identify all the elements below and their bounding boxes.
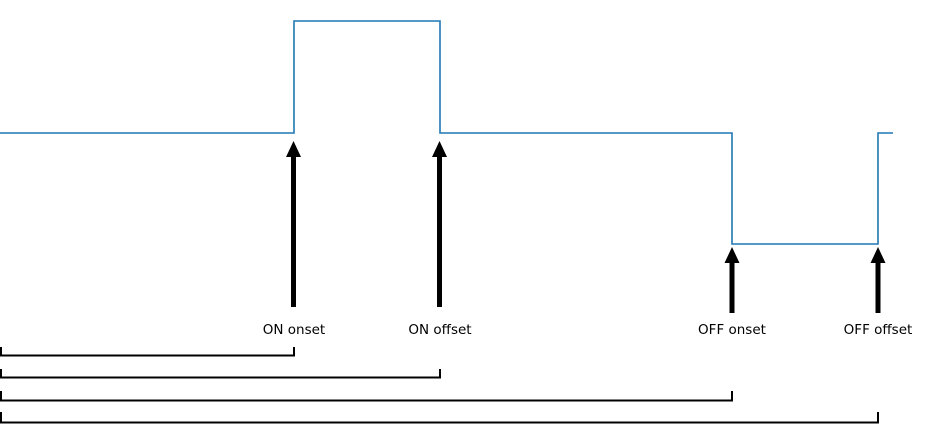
arrow-on-onset [286,141,301,307]
interval-bracket-on-offset [0,369,441,379]
label-off-offset: OFF offset [844,322,913,338]
interval-bracket-on-onset [0,347,295,357]
label-off-onset: OFF onset [698,322,766,338]
arrow-off-onset [724,247,740,313]
arrow-off-offset [870,247,886,313]
interval-bracket-off-onset [0,391,733,402]
label-on-offset: ON offset [408,322,471,338]
arrow-on-offset [432,141,447,307]
label-on-onset: ON onset [263,322,325,338]
stimulus-trace [0,20,893,245]
interval-bracket-off-offset [0,412,879,424]
